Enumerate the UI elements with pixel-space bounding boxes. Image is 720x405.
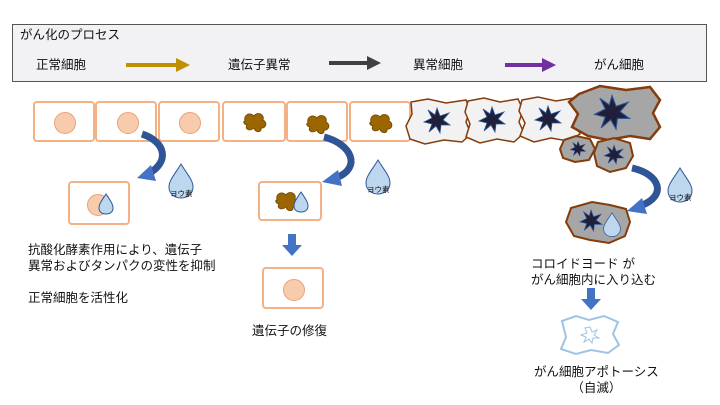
abnormal-cell	[464, 97, 525, 144]
abnormal-cell	[405, 98, 472, 145]
damaged-nucleus	[306, 115, 330, 135]
cell-nucleus	[179, 112, 201, 134]
iodine-drop-label: ヨウ素	[170, 189, 193, 198]
header-title: がん化のプロセス	[20, 27, 121, 42]
curved-arrow-right	[627, 164, 661, 214]
cell-nucleus	[117, 112, 139, 134]
cancer-cell-small	[558, 134, 597, 164]
right-branch-text-apoptosis: がん細胞アポトーシス （自滅）	[534, 364, 659, 395]
curved-arrow-middle	[322, 133, 355, 186]
left-branch-text-antioxidant: 抗酸化酵素作用により、遺伝子 異常およびタンパクの変性を抑制	[28, 242, 216, 273]
iodine-drop-label: ヨウ素	[669, 193, 692, 202]
normal-cell	[33, 101, 95, 142]
cancer-cell-with-iodine	[564, 200, 632, 245]
cancer-cell-small	[592, 136, 635, 174]
normal-cell	[158, 101, 220, 142]
stage-label-gene-abnormality: 遺伝子異常	[228, 57, 291, 72]
cancer-cell-large	[567, 84, 662, 142]
repaired-normal-cell	[262, 267, 324, 309]
iodine-drop-small	[293, 191, 309, 213]
stage-arrow-purple	[505, 58, 556, 72]
down-arrow-middle	[282, 234, 302, 256]
iodine-drop-small	[98, 193, 114, 215]
iodine-drop-label: ヨウ素	[367, 185, 390, 194]
stage-label-abnormal-cell: 異常細胞	[413, 57, 464, 72]
down-arrow-right	[581, 288, 601, 310]
left-branch-text-activation: 正常細胞を活性化	[28, 290, 129, 305]
stage-label-normal: 正常細胞	[36, 57, 87, 72]
stage-arrow-gold	[126, 58, 190, 72]
stage-label-cancer-cell: がん細胞	[594, 57, 645, 72]
middle-branch-text-gene-repair: 遺伝子の修復	[252, 323, 328, 338]
gene-abnormal-cell	[286, 101, 348, 142]
process-header-box	[12, 24, 707, 82]
right-branch-text-colloid-iodine: コロイドヨード が がん細胞内に入り込む	[531, 256, 657, 287]
curved-arrow-left	[137, 130, 166, 181]
cell-nucleus	[54, 112, 76, 134]
cell-nucleus	[283, 279, 305, 301]
damaged-nucleus	[369, 114, 393, 134]
apoptotic-cell	[559, 314, 621, 356]
damaged-nucleus	[243, 113, 267, 133]
stage-arrow-black	[329, 56, 381, 70]
